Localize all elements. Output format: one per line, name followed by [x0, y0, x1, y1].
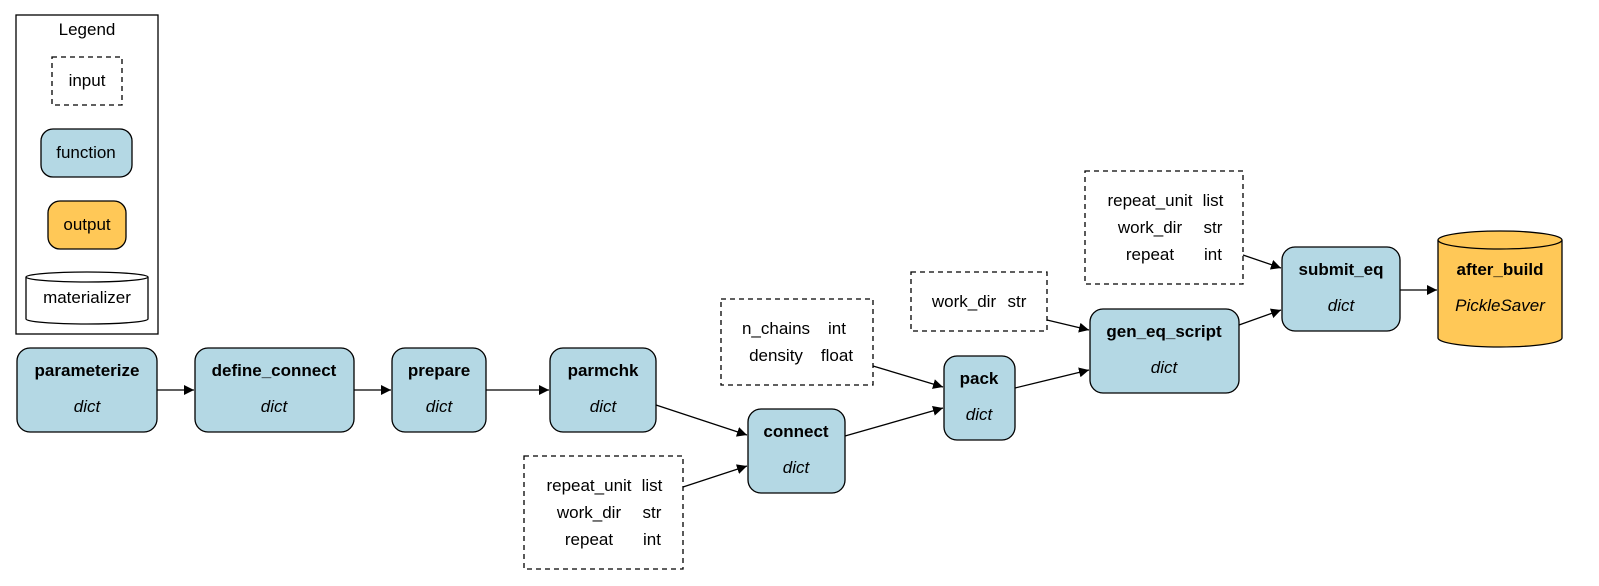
edge-inputs-gen-eq-script [1046, 319, 1090, 333]
edge-connect-pack [844, 405, 944, 437]
edge-gen-eq-script-submit-eq [1238, 308, 1282, 326]
node-type: dict [261, 397, 289, 416]
input-param-name: repeat_unit [1107, 191, 1192, 210]
input-box-gen-eq-script: work_dir str [910, 271, 1048, 332]
input-param-type: int [828, 319, 846, 338]
input-param-name: work_dir [1117, 218, 1183, 237]
node-name: gen_eq_script [1106, 322, 1222, 341]
input-param-type: str [1008, 292, 1027, 311]
legend-output-label: output [63, 215, 111, 234]
node-type: dict [74, 397, 102, 416]
node-type: dict [966, 405, 994, 424]
node-submit-eq: submit_eq dict [1281, 246, 1401, 332]
input-param-name: density [749, 346, 803, 365]
input-param-name: repeat [565, 530, 613, 549]
node-name: prepare [408, 361, 470, 380]
legend-output-swatch [47, 200, 127, 250]
legend-function-swatch [40, 128, 133, 178]
legend: Legend input function output materialize… [15, 14, 159, 335]
node-gen-eq-script: gen_eq_script dict [1089, 308, 1240, 394]
legend-title: Legend [59, 20, 116, 39]
legend-materializer-swatch [25, 271, 149, 325]
node-after-build: after_build PickleSaver [1437, 230, 1563, 348]
input-param-type: int [1204, 245, 1222, 264]
input-param-type: list [642, 476, 663, 495]
edge-inputs-connect [682, 464, 748, 488]
input-param-type: int [643, 530, 661, 549]
node-name: submit_eq [1298, 260, 1383, 279]
node-type: PickleSaver [1455, 296, 1546, 315]
edge-parmchk-connect [655, 404, 748, 437]
input-box-pack: n_chains int density float [720, 298, 874, 386]
input-param-type: list [1203, 191, 1224, 210]
node-name: define_connect [212, 361, 337, 380]
input-param-name: work_dir [556, 503, 622, 522]
node-prepare: prepare dict [391, 347, 487, 433]
node-type: dict [1151, 358, 1179, 377]
input-box-connect: repeat_unit list work_dir str repeat int [523, 455, 684, 570]
input-param-type: float [821, 346, 853, 365]
input-box-submit-eq: repeat_unit list work_dir str repeat int [1084, 170, 1244, 285]
node-define-connect: define_connect dict [194, 347, 355, 433]
node-connect: connect dict [747, 408, 846, 494]
node-parameterize: parameterize dict [16, 347, 158, 433]
node-name: after_build [1457, 260, 1544, 279]
legend-input-label: input [69, 71, 106, 90]
input-param-name: work_dir [931, 292, 997, 311]
edges [157, 254, 1437, 488]
input-param-name: repeat [1126, 245, 1174, 264]
node-type: dict [590, 397, 618, 416]
node-type: dict [426, 397, 454, 416]
node-name: parmchk [568, 361, 639, 380]
input-param-type: str [643, 503, 662, 522]
input-param-type: str [1204, 218, 1223, 237]
edge-inputs-submit-eq [1242, 254, 1282, 270]
edge-inputs-pack [872, 365, 944, 389]
node-type: dict [1328, 296, 1356, 315]
node-type: dict [783, 458, 811, 477]
node-name: pack [960, 369, 999, 388]
legend-input-swatch [51, 56, 123, 106]
input-param-name: n_chains [742, 319, 810, 338]
input-param-name: repeat_unit [546, 476, 631, 495]
node-pack: pack dict [943, 355, 1016, 441]
node-name: connect [763, 422, 829, 441]
node-name: parameterize [35, 361, 140, 380]
node-parmchk: parmchk dict [549, 347, 657, 433]
legend-materializer-label: materializer [43, 288, 131, 307]
edge-pack-gen-eq-script [1014, 367, 1090, 389]
legend-function-label: function [56, 143, 116, 162]
